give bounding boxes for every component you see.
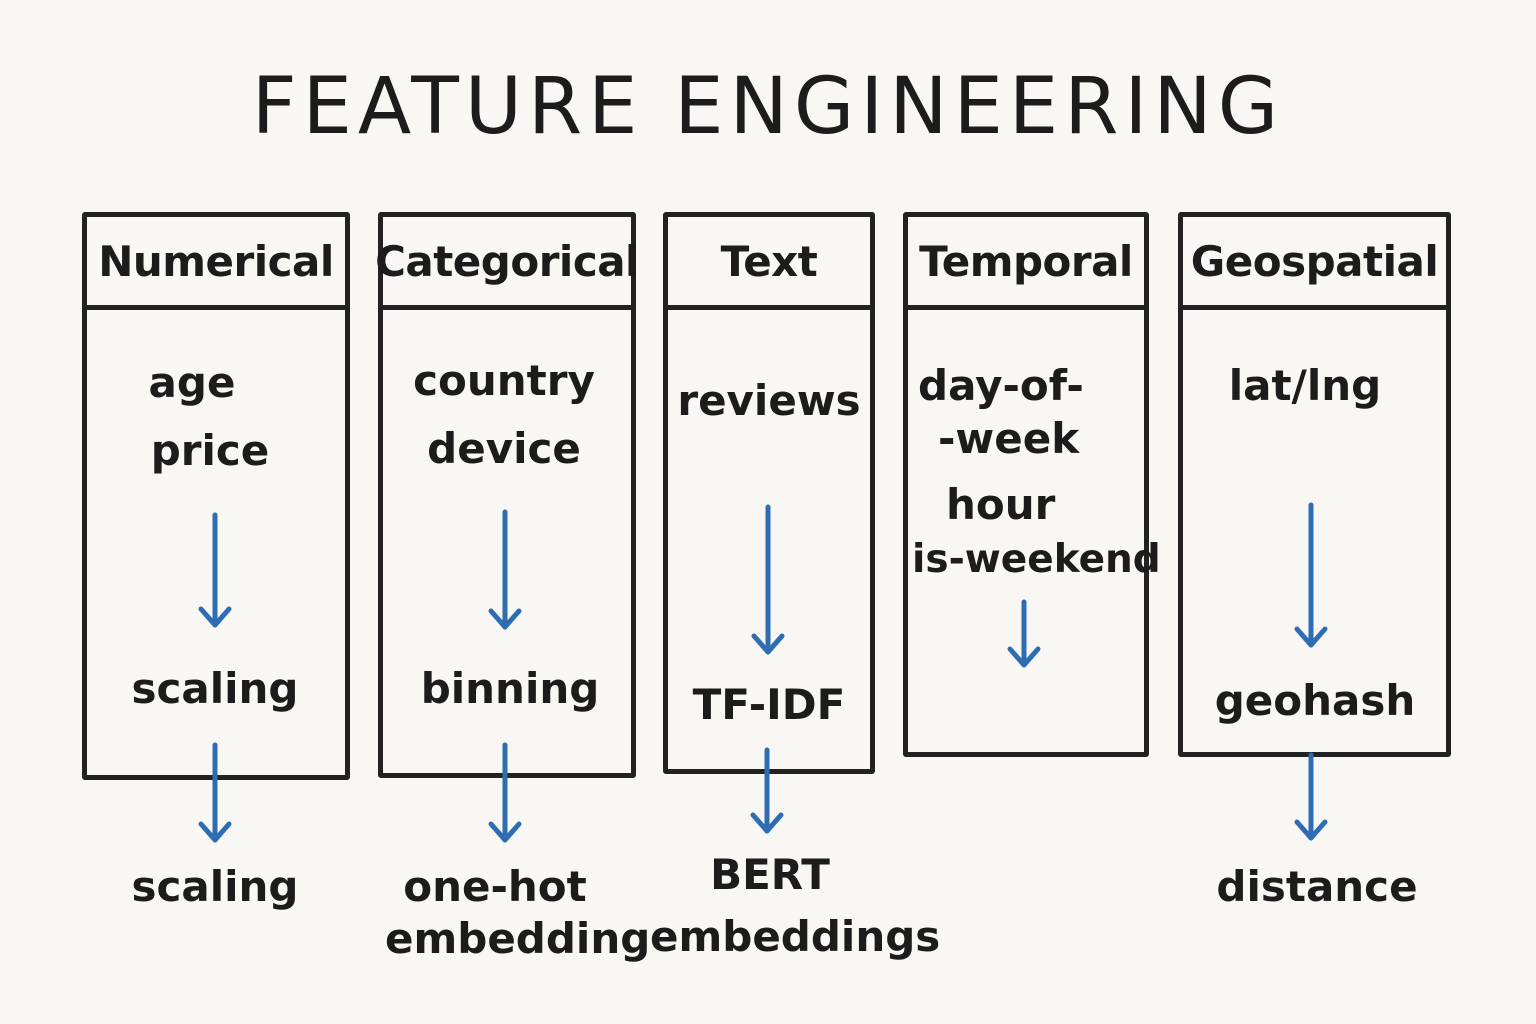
temporal-input-is-weekend: is-weekend [912,537,1161,582]
geospatial-header: Geospatial [1183,217,1446,310]
categorical-outer-arrow [488,742,522,843]
categorical-box: Categorical [375,212,639,778]
diagram-title: FEATURE ENGINEERING [251,62,1285,152]
geospatial-inner-arrow [1294,502,1328,648]
categorical-inner-arrow [488,509,522,630]
text-outer-arrow [750,747,784,834]
categorical-inner-output: binning [420,664,600,713]
temporal-input-hour: hour [946,480,1056,529]
numerical-inner-arrow [198,512,232,628]
numerical-header: Numerical [87,217,345,310]
text-outer-output-line2: embeddings [650,912,941,961]
categorical-input-device: device [427,424,581,473]
numerical-inner-output: scaling [131,664,299,713]
numerical-input-price: price [150,426,270,475]
numerical-outer-arrow [198,742,232,843]
temporal-input-week: -week [938,414,1080,463]
geospatial-outer-output: distance [1216,862,1418,911]
geospatial-inner-output: geohash [1214,676,1416,725]
geospatial-box: Geospatial [1178,212,1451,757]
numerical-input-age: age [148,358,236,407]
geospatial-outer-arrow [1294,752,1328,841]
text-header: Text [668,217,870,310]
categorical-input-country: country [413,356,595,405]
temporal-box: Temporal [903,212,1149,757]
geospatial-input-lat-lng: lat/lng [1228,361,1382,410]
text-inner-arrow [751,504,785,655]
categorical-header: Categorical [375,217,639,310]
categorical-outer-output-line2: embedding [385,914,651,963]
temporal-input-day-of: day-of- [918,361,1084,410]
categorical-outer-output-line1: one-hot [403,862,587,911]
text-input-reviews: reviews [677,376,861,425]
temporal-header: Temporal [908,217,1144,310]
text-outer-output-line1: BERT [710,850,830,899]
temporal-arrow [1007,599,1041,668]
text-inner-output: TF-IDF [692,680,846,729]
numerical-outer-output: scaling [131,862,299,911]
